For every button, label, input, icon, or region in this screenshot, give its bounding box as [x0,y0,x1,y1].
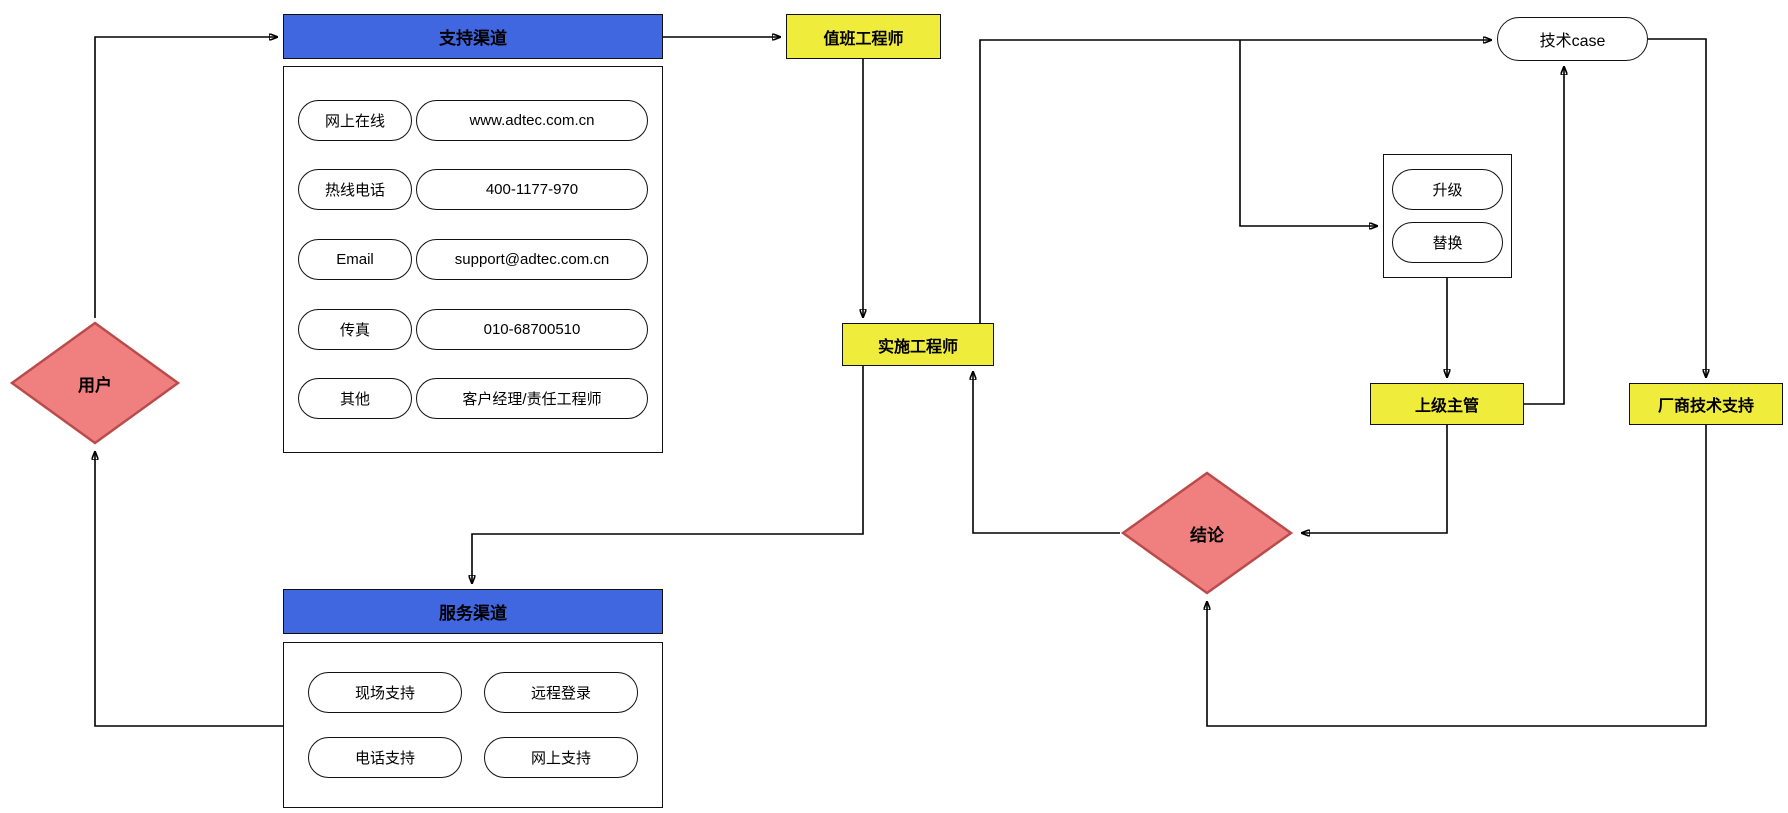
node-tech-case: 技术case [1497,17,1648,61]
edge-tech-case-to-vendor-support [1648,38,1706,377]
edge-supervisor-to-conclusion [1302,425,1448,533]
channel-type-pill: 网上在线 [298,99,412,141]
channel-value-pill: support@adtec.com.cn [416,238,648,280]
node-duty-engineer: 值班工程师 [786,14,941,59]
edge-service-channel-to-user [95,452,283,727]
node-conclusion: 结论 [1120,470,1294,596]
node-support-channel-header: 支持渠道 [283,14,663,59]
edge-conclusion-to-implementation-engineer [973,372,1120,534]
edge-supervisor-to-tech-case [1524,67,1564,405]
channel-row: 网上在线 www.adtec.com.cn [298,99,648,141]
channel-type-pill: 传真 [298,308,412,350]
channel-value-pill: www.adtec.com.cn [416,99,648,141]
service-channel-pill: 现场支持 [308,672,462,714]
edge-implementation-engineer-to-service-channel [472,366,864,583]
node-supervisor: 上级主管 [1370,383,1524,425]
node-replace: 替换 [1392,222,1503,263]
channel-row: Email support@adtec.com.cn [298,238,648,280]
edge-vendor-support-to-conclusion [1207,425,1707,727]
upgrade-replace-box: 升级 替换 [1383,154,1512,278]
node-service-channel-header: 服务渠道 [283,589,663,634]
service-channels-box: 现场支持 远程登录 电话支持 网上支持 [283,642,663,808]
service-channel-pill: 网上支持 [484,736,638,778]
channel-value-pill: 400-1177-970 [416,169,648,211]
channel-type-pill: 热线电话 [298,169,412,211]
support-channels-box: 网上在线 www.adtec.com.cn 热线电话 400-1177-970 … [283,66,663,453]
channel-type-pill: 其他 [298,378,412,420]
node-upgrade: 升级 [1392,169,1503,210]
channel-row: 热线电话 400-1177-970 [298,169,648,211]
channel-row: 其他 客户经理/责任工程师 [298,378,648,420]
service-channel-pill: 远程登录 [484,672,638,714]
diamond-shape [9,321,181,445]
channel-value-pill: 客户经理/责任工程师 [416,378,648,420]
edge-user-to-support-channel [94,37,277,318]
node-vendor-support: 厂商技术支持 [1629,383,1783,425]
channel-row: 传真 010-68700510 [298,308,648,350]
edge-implementation-engineer-to-tech-case [979,40,1491,323]
edge-branch-to-upgrade-replace-box [1239,40,1377,226]
node-user-label: 用户 [78,375,112,395]
node-user: 用户 [9,320,181,446]
channel-type-pill: Email [298,238,412,280]
node-implementation-engineer: 实施工程师 [842,323,994,366]
diamond-shape [1120,471,1294,595]
channel-value-pill: 010-68700510 [416,308,648,350]
service-channel-pill: 电话支持 [308,736,462,778]
node-conclusion-label: 结论 [1190,525,1224,545]
